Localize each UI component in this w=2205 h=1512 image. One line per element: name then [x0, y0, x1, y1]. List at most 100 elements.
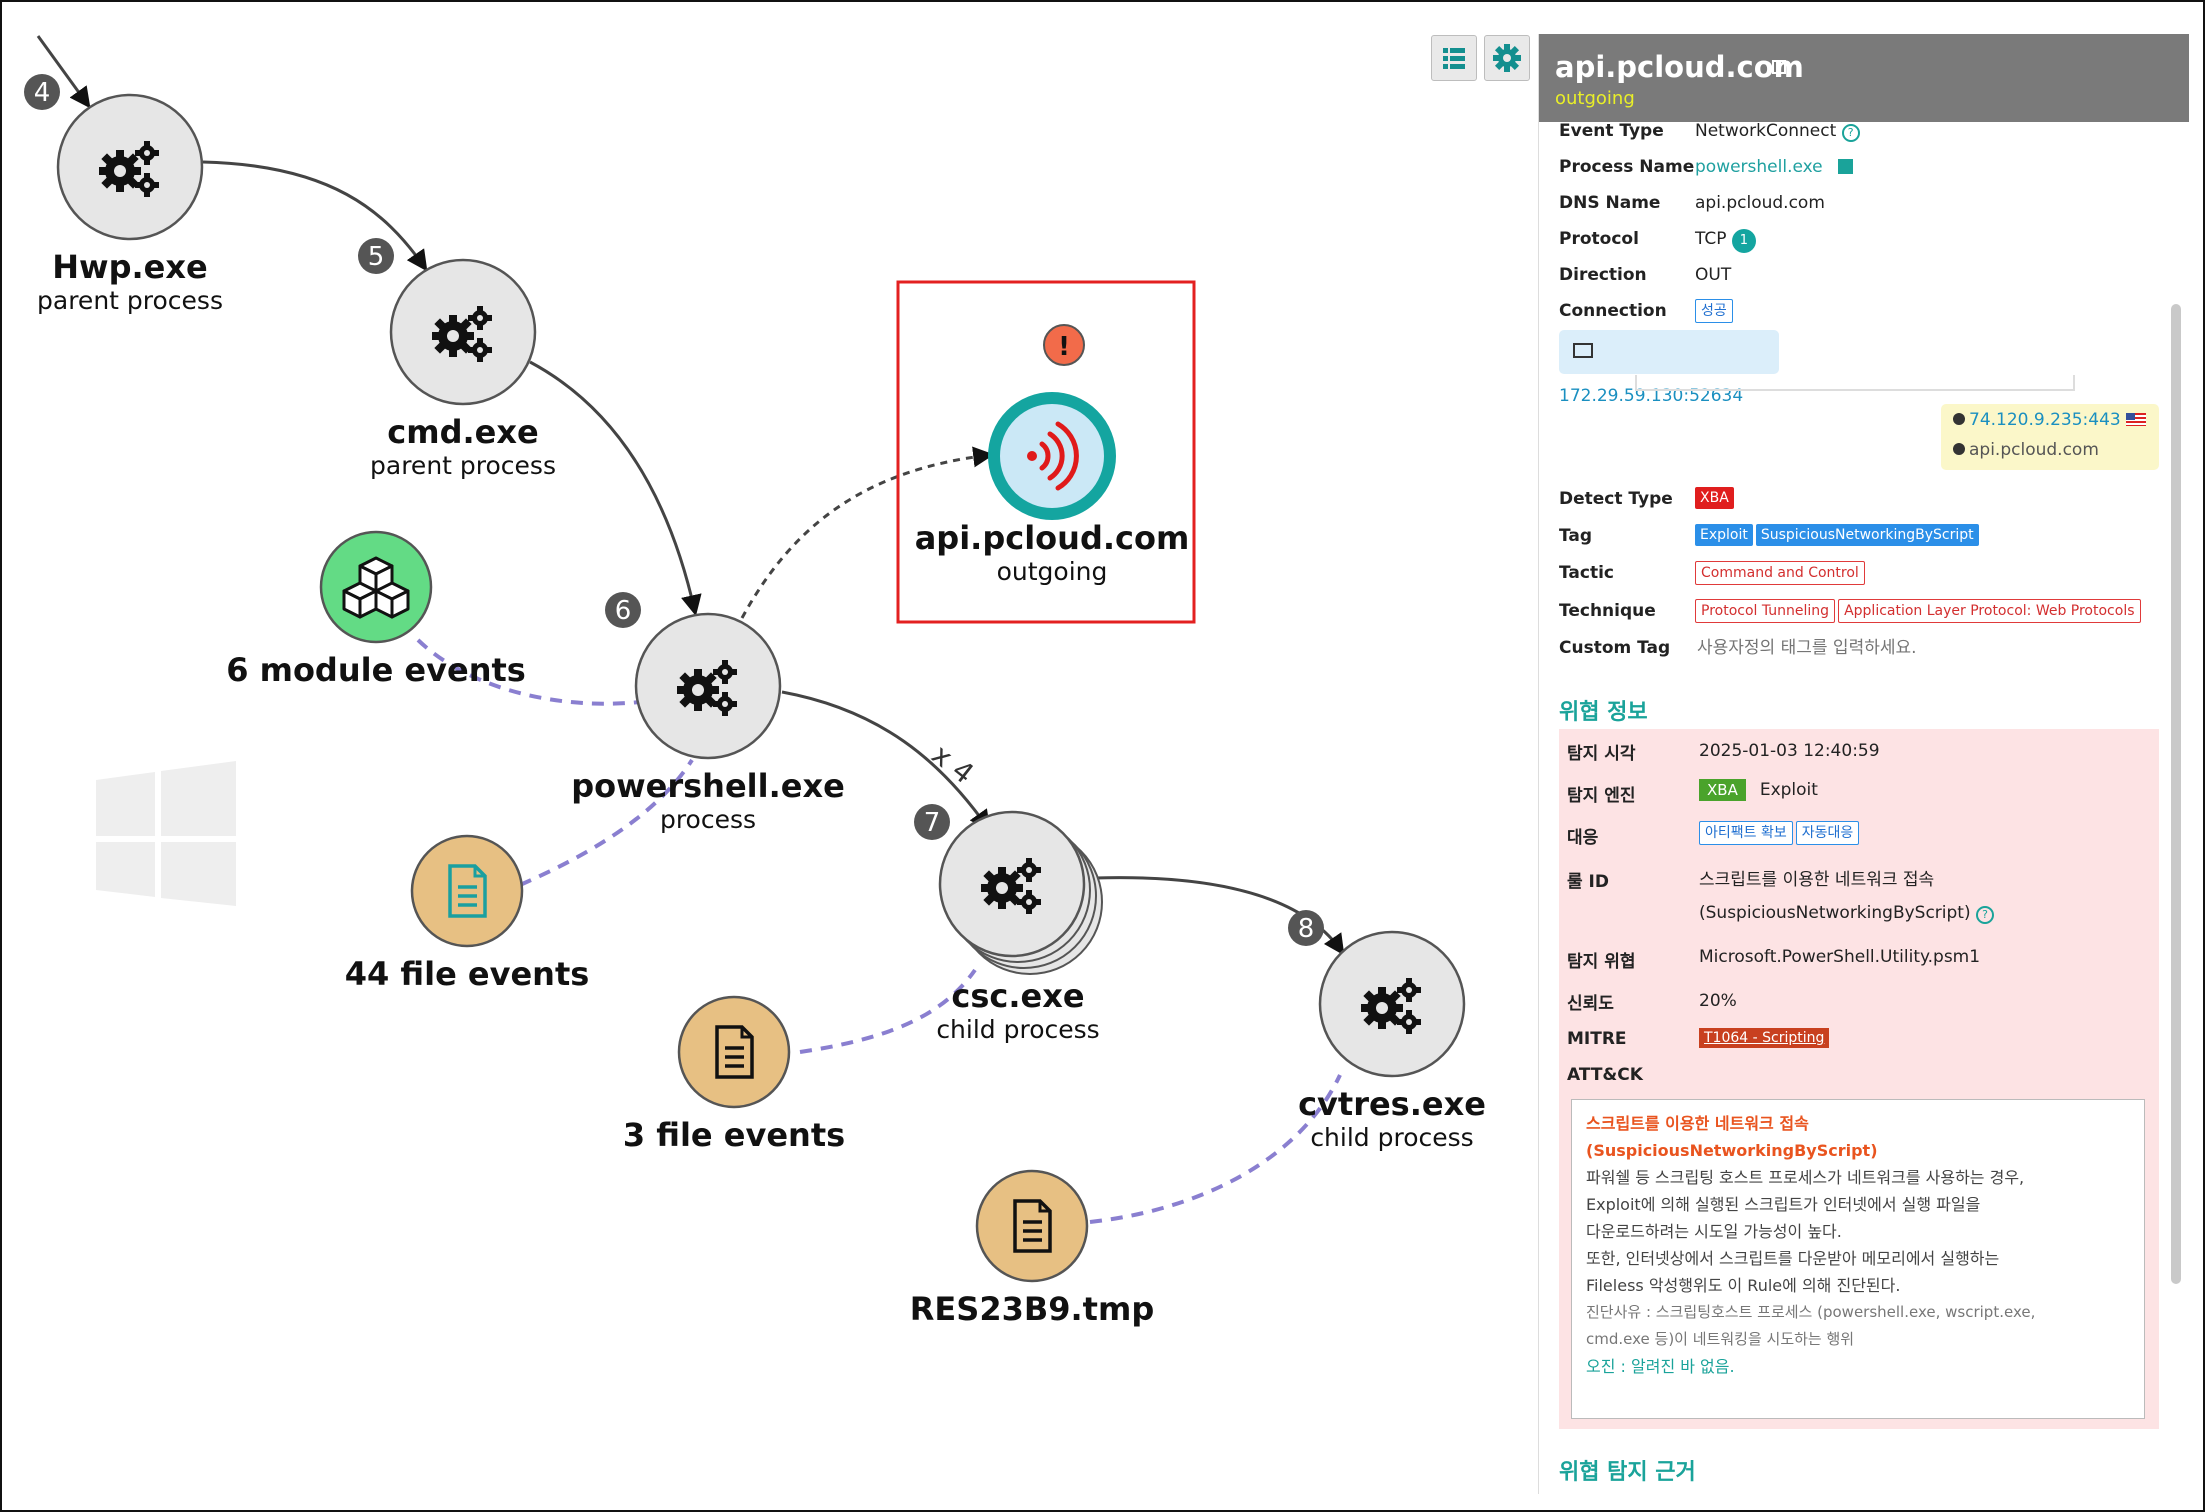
process-name-label: Process Name	[1559, 157, 1695, 177]
help-icon[interactable]: ?	[1976, 906, 1995, 924]
step-badge-4: 4	[24, 74, 60, 110]
mitre-value[interactable]: T1064 - Scripting	[1699, 1027, 1830, 1048]
rule-id-label: 룰 ID	[1567, 872, 1609, 892]
auto-response-button[interactable]: 자동대응	[1795, 821, 1860, 845]
node-powershell[interactable]: powershell.exe process	[571, 612, 845, 834]
node-pcloud-name: api.pcloud.com	[915, 519, 1190, 557]
open-link-icon[interactable]	[1838, 159, 1854, 174]
mitre-label: MITRE	[1567, 1029, 1627, 1049]
response-label: 대응	[1567, 828, 1599, 848]
detect-threat-link[interactable]: Microsoft.PowerShell.Utility.psm1	[1699, 947, 1981, 967]
node-csc[interactable]: csc.exe child process	[936, 810, 1103, 1044]
node-powershell-sub: process	[660, 805, 756, 834]
node-files44[interactable]: 44 file events	[345, 834, 590, 993]
rule-id-line1: 스크립트를 이용한 네트워크 접속	[1699, 870, 1935, 890]
artifact-button[interactable]: 아티팩트 확보	[1699, 821, 1793, 845]
connection-destination: 74.120.9.235:443 api.pcloud.com	[1941, 404, 2159, 470]
protocol-value: TCP 1	[1695, 229, 1756, 253]
external-link-icon[interactable]	[1772, 60, 1786, 74]
node-cmd-name: cmd.exe	[387, 413, 538, 451]
tag-exploit[interactable]: Exploit	[1695, 524, 1753, 546]
svg-text:8: 8	[1298, 914, 1315, 944]
node-res[interactable]: RES23B9.tmp	[910, 1169, 1154, 1328]
node-res-name: RES23B9.tmp	[910, 1290, 1154, 1328]
list-view-button[interactable]	[1431, 35, 1477, 81]
tactic-label: Tactic	[1559, 563, 1614, 583]
node-powershell-name: powershell.exe	[571, 767, 845, 805]
node-pcloud[interactable]: ! api.pcloud.com outgoing	[896, 280, 1196, 624]
connection-status: 성공	[1695, 299, 1736, 323]
edge-files44	[519, 758, 694, 887]
node-hwp[interactable]: Hwp.exe parent process	[37, 93, 223, 315]
protocol-label: Protocol	[1559, 229, 1639, 249]
tag-label: Tag	[1559, 526, 1593, 546]
file-icon	[448, 864, 487, 918]
direction-label: Direction	[1559, 265, 1647, 285]
detect-time-label: 탐지 시각	[1567, 744, 1636, 764]
panel-title: api.pcloud.com	[1555, 50, 1804, 84]
protocol-count-badge[interactable]: 1	[1731, 229, 1756, 253]
node-cvtres-sub: child process	[1310, 1123, 1473, 1152]
selection-box	[896, 280, 1196, 624]
event-type-label: Event Type	[1559, 121, 1664, 141]
node-modules[interactable]: 6 module events	[226, 530, 526, 689]
help-icon[interactable]: ?	[1841, 124, 1860, 142]
step-badge-7: 7	[914, 804, 950, 840]
node-cvtres-name: cvtres.exe	[1298, 1085, 1486, 1123]
connection-source: 172.29.59.130:52634	[1559, 330, 1779, 406]
svg-text:!: !	[1058, 332, 1070, 362]
evidence-heading: 위협 탐지 근거	[1559, 1460, 1696, 1485]
network-signal-icon	[1027, 421, 1079, 491]
edge-res	[1089, 1074, 1342, 1224]
tactic-value: Command and Control	[1695, 561, 1868, 585]
connection-label: Connection	[1559, 301, 1667, 321]
process-graph[interactable]: x 4 Hwp.exe parent process 4 cmd.exe par…	[0, 0, 1540, 1512]
node-modules-name: 6 module events	[226, 651, 526, 689]
svg-text:5: 5	[368, 242, 385, 272]
node-files3[interactable]: 3 file events	[623, 995, 845, 1154]
detail-panel: api.pcloud.com outgoing Event Type Netwo…	[1538, 34, 2189, 1494]
edge-files3	[799, 968, 977, 1054]
alert-icon: !	[1043, 324, 1085, 366]
svg-text:6: 6	[615, 596, 632, 626]
rule-id-line2: (SuspiciousNetworkingByScript) ?	[1699, 903, 1995, 924]
node-csc-name: csc.exe	[951, 977, 1084, 1015]
confidence-label: 신뢰도	[1567, 994, 1614, 1014]
detect-type-label: Detect Type	[1559, 489, 1673, 509]
panel-header: api.pcloud.com outgoing	[1539, 34, 2189, 122]
windows-logo-icon	[96, 761, 236, 906]
dns-name-value: api.pcloud.com	[1695, 193, 1825, 213]
node-cvtres[interactable]: cvtres.exe child process	[1298, 930, 1486, 1152]
rule-description: 스크립트를 이용한 네트워크 접속 (SuspiciousNetworkingB…	[1571, 1099, 2145, 1419]
node-files3-name: 3 file events	[623, 1116, 845, 1154]
detect-engine-label: 탐지 엔진	[1567, 786, 1636, 806]
panel-scrollbar[interactable]	[2171, 304, 2181, 1284]
svg-text:4: 4	[34, 78, 51, 108]
settings-button[interactable]	[1484, 35, 1530, 81]
edge-hwp-cmd	[202, 160, 428, 272]
edge-cmd-powershell	[529, 360, 702, 617]
confidence-value: 20%	[1699, 991, 1737, 1011]
monitor-icon	[1573, 343, 1593, 358]
step-badge-8: 8	[1288, 910, 1324, 946]
process-name-link[interactable]: powershell.exe	[1695, 157, 1854, 177]
detect-type-value: XBA	[1695, 487, 1737, 509]
us-flag-icon	[2126, 413, 2147, 426]
node-cmd[interactable]: cmd.exe parent process	[370, 258, 556, 480]
tag-suspicious-networking[interactable]: SuspiciousNetworkingByScript	[1755, 524, 1979, 546]
custom-tag-input[interactable]	[1695, 634, 2119, 662]
detect-threat-label: 탐지 위협	[1567, 952, 1636, 972]
edge-multiplier: x 4	[926, 738, 980, 791]
panel-subtitle: outgoing	[1555, 88, 1635, 109]
svg-text:7: 7	[924, 808, 941, 838]
node-pcloud-sub: outgoing	[997, 557, 1108, 586]
globe-icon	[1953, 443, 1965, 455]
node-hwp-name: Hwp.exe	[52, 248, 207, 286]
direction-value: OUT	[1695, 265, 1732, 285]
edge-powershell-pcloud	[740, 446, 995, 619]
node-csc-sub: child process	[936, 1015, 1099, 1044]
